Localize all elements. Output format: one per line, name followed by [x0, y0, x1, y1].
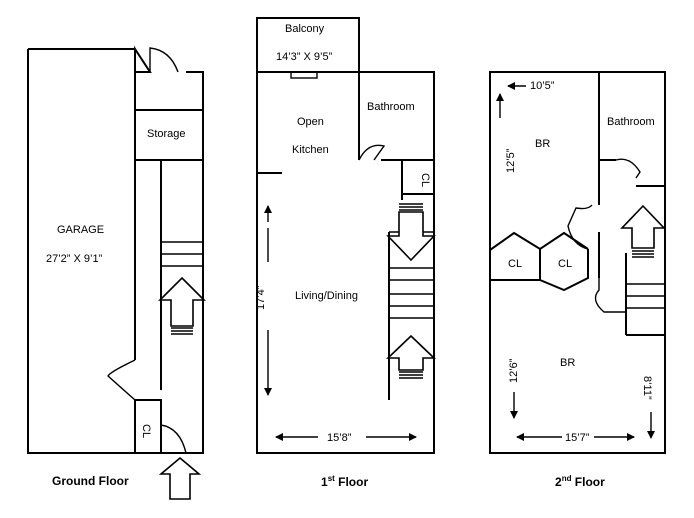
closet-left-label: CL [508, 258, 522, 270]
first-stair-down-arrow [386, 211, 436, 262]
second-bathroom-label: Bathroom [607, 116, 655, 128]
closet-door-swing [567, 204, 593, 250]
first-dim-horizontal-label: 15’8” [327, 432, 352, 444]
ground-closet-label: CL [140, 424, 152, 438]
first-bathroom-label: Bathroom [367, 101, 415, 113]
first-closet-outline [401, 159, 435, 195]
ground-stair-up-arrow [158, 276, 206, 327]
second-stair-up-arrow [620, 204, 666, 249]
lower-door-swing [594, 278, 626, 313]
second-closets-outline [489, 231, 589, 292]
second-stair-treads [626, 283, 665, 309]
br-bottom-label: BR [560, 357, 575, 369]
first-stair-down-arrow-base [399, 203, 423, 211]
first-floor-outline [256, 71, 435, 454]
kitchen-label: Kitchen [292, 144, 329, 156]
second-title-word: Floor [571, 475, 605, 489]
second-title-number: 2 [555, 475, 562, 489]
balcony-label: Balcony [285, 23, 325, 35]
br-top-label: BR [535, 138, 550, 150]
first-floor-plan: Balcony 14’3” X 9’5” Open Kitchen Bathro… [255, 17, 436, 489]
ground-stair-treads [161, 241, 203, 267]
second-title-suffix: nd [562, 474, 572, 483]
second-floor-plan: 10’5” 12’5” BR Bathroom CL CL BR 12’6” 1… [489, 71, 666, 489]
first-stair-up-arrow [386, 334, 436, 371]
first-closet-label: CL [419, 173, 431, 187]
first-title-number: 1 [321, 475, 328, 489]
ground-stair-arrow-base [171, 327, 193, 335]
garage-outline [27, 45, 204, 454]
living-dining-label: Living/Dining [295, 290, 358, 302]
first-stair-treads [389, 267, 434, 319]
storage-label: Storage [147, 128, 186, 140]
dim-top-width-label: 10’5” [530, 80, 555, 92]
ground-floor-plan: Storage GARAGE 27’2” X 9’1” CL Ground Fl… [27, 45, 206, 500]
entry-arrow [158, 456, 202, 500]
second-bathroom-door [615, 158, 641, 179]
garage-label: GARAGE [57, 224, 104, 236]
garage-door-swing [107, 359, 136, 401]
storage-room-wall [134, 72, 203, 161]
entry-door-swing [160, 424, 187, 454]
closet-right-label: CL [558, 258, 572, 270]
first-dim-vertical-label: 17’4” [255, 285, 267, 310]
second-stair-arrow-base [632, 250, 654, 258]
first-bathroom-door [358, 144, 386, 161]
first-title-word: Floor [335, 475, 369, 489]
first-stair-up-arrow-base [399, 371, 423, 379]
ground-top-door-swing [149, 47, 179, 73]
dim-bottom-height-label: 12’6” [508, 358, 520, 383]
dim-bottom-right-label: 8’11” [641, 376, 653, 400]
second-floor-outline [489, 71, 666, 454]
second-floor-title: 2nd Floor [555, 474, 605, 489]
dim-bottom-width-label: 15’7” [565, 432, 590, 444]
first-floor-title: 1st Floor [321, 474, 368, 489]
dim-top-height-label: 12’5” [505, 148, 517, 173]
garage-dimensions: 27’2” X 9’1” [46, 253, 103, 265]
ground-floor-title: Ground Floor [52, 474, 129, 488]
open-label: Open [297, 116, 324, 128]
first-title-suffix: st [328, 474, 335, 483]
balcony-dimensions: 14’3” X 9’5” [276, 51, 333, 63]
